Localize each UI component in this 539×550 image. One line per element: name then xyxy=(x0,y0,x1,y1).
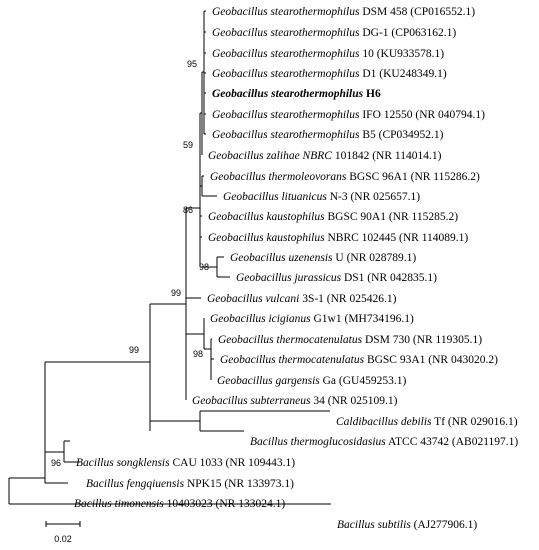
leaf-label: Geobacillus lituanicus N-3 (NR 025657.1) xyxy=(223,191,420,203)
leaf-species: Caldibacillus debilis xyxy=(336,416,432,428)
leaf-label: Geobacillus zalihae NBRC 101842 (NR 1140… xyxy=(208,150,442,162)
leaf-labels: Geobacillus stearothermophilus DSM 458 (… xyxy=(74,6,518,531)
leaf-strain: Ga (GU459253.1) xyxy=(320,375,407,387)
leaf-label: Geobacillus gargensis Ga (GU459253.1) xyxy=(217,375,406,387)
bootstrap-value: 99 xyxy=(171,288,181,298)
leaf-species: Geobacillus thermocatenulatus xyxy=(218,334,363,346)
leaf-species: Geobacillus stearothermophilus xyxy=(212,48,360,60)
leaf-species: Geobacillus stearothermophilus xyxy=(212,88,364,100)
leaf-species: Geobacillus stearothermophilus xyxy=(212,6,360,18)
leaf-label: Bacillus thermoglucosidasius ATCC 43742 … xyxy=(250,436,518,448)
leaf-strain: NBRC 102445 (NR 114089.1) xyxy=(325,232,469,244)
leaf-label: Geobacillus stearothermophilus IFO 12550… xyxy=(212,109,485,121)
leaf-label: Geobacillus stearothermophilus H6 xyxy=(212,88,381,100)
leaf-species: Bacillus subtilis xyxy=(337,519,411,531)
leaf-species: Geobacillus zalihae NBRC xyxy=(208,150,332,162)
leaf-species: Geobacillus uzenensis xyxy=(230,252,333,264)
leaf-strain: 3S-1 (NR 025426.1) xyxy=(299,293,396,305)
leaf-strain: 34 (NR 025109.1) xyxy=(311,395,398,407)
leaf-label: Bacillus timonensis 10403023 (NR 133024.… xyxy=(74,498,285,510)
leaf-strain: DSM 730 (NR 119305.1) xyxy=(362,334,482,346)
leaf-strain: Tf (NR 029016.1) xyxy=(432,416,518,428)
leaf-label: Geobacillus uzenensis U (NR 028789.1) xyxy=(230,252,416,264)
leaf-species: Geobacillus stearothermophilus xyxy=(212,129,360,141)
leaf-label: Geobacillus jurassicus DS1 (NR 042835.1) xyxy=(236,272,437,284)
leaf-species: Geobacillus kaustophilus xyxy=(208,232,325,244)
bootstrap-value: 98 xyxy=(193,349,203,359)
leaf-species: Geobacillus kaustophilus xyxy=(208,211,325,223)
leaf-label: Geobacillus stearothermophilus DSM 458 (… xyxy=(212,6,475,18)
bootstrap-value: 95 xyxy=(187,59,197,69)
leaf-strain: DSM 458 (CP016552.1) xyxy=(359,6,475,18)
leaf-strain: BGSC 93A1 (NR 043020.2) xyxy=(364,354,498,366)
leaf-species: Bacillus fengqiuensis xyxy=(86,478,185,490)
leaf-species: Geobacillus stearothermophilus xyxy=(212,27,360,39)
leaf-strain: B5 (CP034952.1) xyxy=(359,129,443,141)
leaf-strain: BGSC 96A1 (NR 115286.2) xyxy=(346,171,480,183)
bootstrap-value: 86 xyxy=(183,205,193,215)
bootstrap-values: 95 59 86 98 99 99 98 96 xyxy=(51,59,209,468)
leaf-strain: 10 (KU933578.1) xyxy=(359,48,444,60)
leaf-label: Geobacillus vulcani 3S-1 (NR 025426.1) xyxy=(207,293,397,305)
leaf-label: Geobacillus stearothermophilus B5 (CP034… xyxy=(212,129,444,141)
leaf-label: Geobacillus thermoleovorans BGSC 96A1 (N… xyxy=(210,171,480,183)
leaf-species: Geobacillus stearothermophilus xyxy=(212,68,360,80)
leaf-strain: 101842 (NR 114014.1) xyxy=(332,150,442,162)
leaf-strain: ATCC 43742 (AB021197.1) xyxy=(386,436,519,448)
leaf-label: Geobacillus stearothermophilus D1 (KU248… xyxy=(212,68,447,80)
leaf-label: Bacillus songklensis CAU 1033 (NR 109443… xyxy=(76,457,295,469)
leaf-strain: NPK15 (NR 133973.1) xyxy=(184,478,294,490)
leaf-species: Bacillus thermoglucosidasius xyxy=(250,436,386,448)
bootstrap-value: 99 xyxy=(129,345,139,355)
leaf-species: Geobacillus icigianus xyxy=(210,313,311,325)
leaf-species: Geobacillus subterraneus xyxy=(192,395,311,407)
leaf-label: Bacillus fengqiuensis NPK15 (NR 133973.1… xyxy=(86,478,294,490)
leaf-species: Bacillus songklensis xyxy=(76,457,170,469)
scale-bar: 0.02 xyxy=(45,521,81,544)
leaf-label: Caldibacillus debilis Tf (NR 029016.1) xyxy=(336,416,518,428)
leaf-label: Geobacillus stearothermophilus 10 (KU933… xyxy=(212,48,444,60)
leaf-species: Bacillus timonensis xyxy=(74,498,164,510)
leaf-label: Geobacillus kaustophilus BGSC 90A1 (NR 1… xyxy=(208,211,458,223)
leaf-strain: H6 xyxy=(363,88,381,100)
leaf-strain: G1w1 (MH734196.1) xyxy=(311,313,414,325)
leaf-label: Bacillus subtilis (AJ277906.1) xyxy=(337,519,477,531)
bootstrap-value: 96 xyxy=(51,458,61,468)
bootstrap-value: 98 xyxy=(199,262,209,272)
leaf-strain: D1 (KU248349.1) xyxy=(359,68,446,80)
leaf-species: Geobacillus jurassicus xyxy=(236,272,342,284)
leaf-strain: N-3 (NR 025657.1) xyxy=(327,191,420,203)
leaf-label: Geobacillus stearothermophilus DG-1 (CP0… xyxy=(212,27,456,39)
leaf-strain: U (NR 028789.1) xyxy=(333,252,417,264)
leaf-label: Geobacillus subterraneus 34 (NR 025109.1… xyxy=(192,395,398,407)
leaf-label: Geobacillus icigianus G1w1 (MH734196.1) xyxy=(210,313,414,325)
leaf-species: Geobacillus gargensis xyxy=(217,375,320,387)
leaf-strain: (AJ277906.1) xyxy=(411,519,478,531)
leaf-strain: DG-1 (CP063162.1) xyxy=(359,27,456,39)
leaf-species: Geobacillus thermocatenulatus xyxy=(220,354,365,366)
leaf-species: Geobacillus lituanicus xyxy=(223,191,327,203)
leaf-species: Geobacillus thermoleovorans xyxy=(210,171,347,183)
leaf-strain: IFO 12550 (NR 040794.1) xyxy=(359,109,485,121)
scale-bar-label: 0.02 xyxy=(54,534,72,544)
tree-branches xyxy=(8,10,331,505)
leaf-label: Geobacillus thermocatenulatus BGSC 93A1 … xyxy=(220,354,498,366)
leaf-species: Geobacillus vulcani xyxy=(207,293,299,305)
leaf-label: Geobacillus kaustophilus NBRC 102445 (NR… xyxy=(208,232,468,244)
leaf-label: Geobacillus thermocatenulatus DSM 730 (N… xyxy=(218,334,482,346)
leaf-strain: BGSC 90A1 (NR 115285.2) xyxy=(325,211,459,223)
leaf-species: Geobacillus stearothermophilus xyxy=(212,109,360,121)
bootstrap-value: 59 xyxy=(183,140,193,150)
leaf-strain: 10403023 (NR 133024.1) xyxy=(164,498,286,510)
leaf-strain: DS1 (NR 042835.1) xyxy=(341,272,437,284)
leaf-strain: CAU 1033 (NR 109443.1) xyxy=(170,457,296,469)
